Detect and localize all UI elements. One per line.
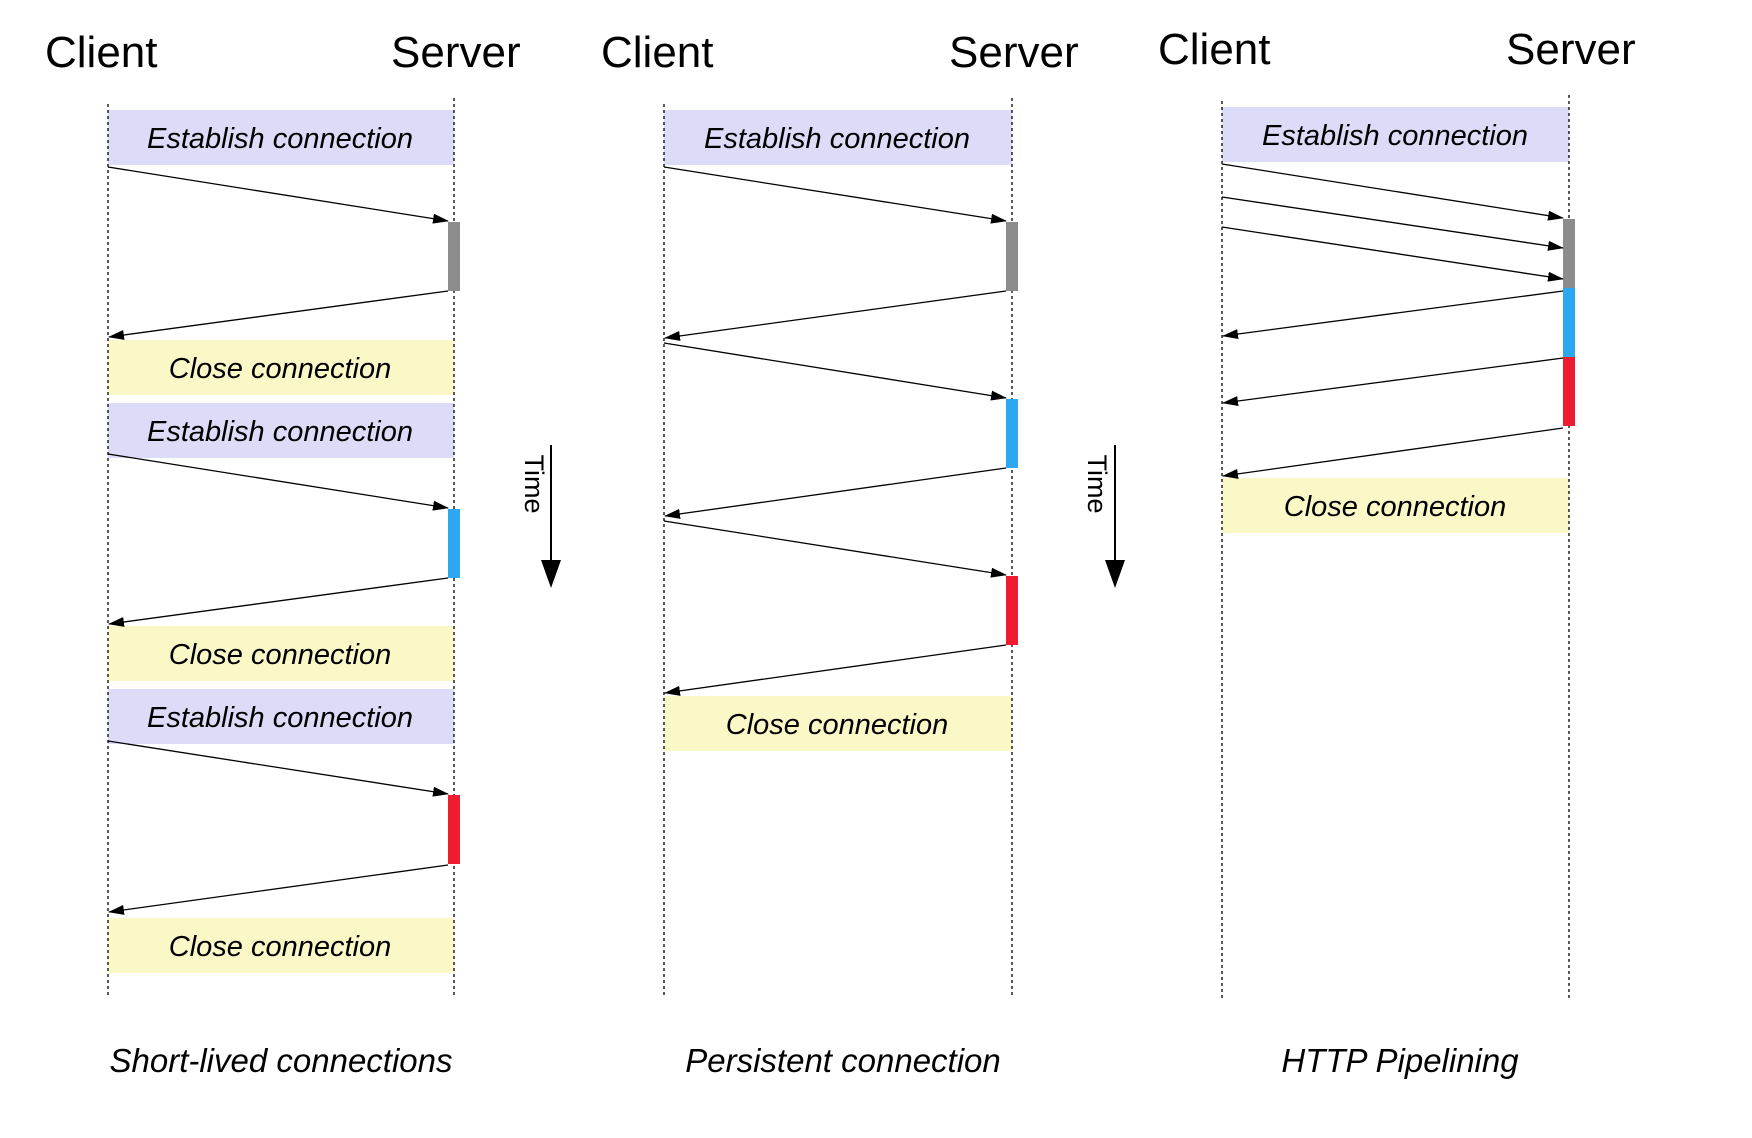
time-label: Time bbox=[519, 455, 549, 514]
panel-short-lived: Client Server Establish connection Close… bbox=[45, 28, 521, 1079]
close-connection-label: Close connection bbox=[726, 709, 948, 741]
establish-connection-box bbox=[108, 403, 454, 458]
request-arrow bbox=[107, 740, 449, 797]
response-arrow bbox=[664, 467, 1007, 519]
request-arrow bbox=[1221, 196, 1564, 251]
close-connection-box bbox=[108, 626, 454, 681]
request-arrow bbox=[107, 166, 449, 224]
server-processing-bar bbox=[1006, 222, 1018, 291]
establish-connection-label: Establish connection bbox=[147, 702, 413, 734]
response-arrow bbox=[664, 644, 1007, 696]
time-label: Time bbox=[1082, 455, 1112, 514]
close-connection-box bbox=[664, 696, 1012, 751]
time-indicator: Time bbox=[1082, 445, 1125, 588]
panel-pipelining: Client Server Establish connection Close… bbox=[1158, 25, 1636, 1079]
panel-persistent: Client Server Establish connection Close… bbox=[601, 28, 1079, 1079]
close-connection-box bbox=[108, 918, 454, 973]
close-connection-label: Close connection bbox=[169, 931, 391, 963]
time-indicator: Time bbox=[519, 445, 561, 588]
establish-connection-box bbox=[1222, 107, 1569, 162]
request-arrow bbox=[1221, 226, 1564, 282]
client-header: Client bbox=[45, 28, 158, 77]
server-processing-bar bbox=[448, 795, 460, 864]
time-arrow-head bbox=[541, 560, 561, 588]
request-arrow bbox=[663, 520, 1007, 578]
close-connection-label: Close connection bbox=[169, 353, 391, 385]
response-arrow bbox=[108, 290, 449, 340]
response-arrow bbox=[108, 864, 449, 915]
server-header: Server bbox=[1506, 25, 1636, 74]
close-connection-label: Close connection bbox=[1284, 491, 1506, 523]
establish-connection-box bbox=[664, 110, 1012, 165]
close-connection-label: Close connection bbox=[169, 639, 391, 671]
panel-caption: HTTP Pipelining bbox=[1281, 1042, 1519, 1079]
response-arrow bbox=[108, 577, 449, 627]
close-connection-box bbox=[1222, 478, 1569, 533]
request-arrow bbox=[663, 166, 1007, 224]
panel-caption: Persistent connection bbox=[685, 1042, 1001, 1079]
server-processing-bar bbox=[1006, 576, 1018, 645]
client-header: Client bbox=[601, 28, 714, 77]
close-connection-box bbox=[108, 340, 454, 395]
panel-caption: Short-lived connections bbox=[109, 1042, 452, 1079]
server-processing-bar bbox=[1006, 399, 1018, 468]
establish-connection-label: Establish connection bbox=[1262, 120, 1528, 152]
client-header: Client bbox=[1158, 25, 1271, 74]
establish-connection-box bbox=[108, 689, 454, 744]
server-processing-bar bbox=[1563, 357, 1575, 426]
server-processing-bar bbox=[448, 509, 460, 578]
response-arrow bbox=[1222, 357, 1564, 406]
response-arrow bbox=[1222, 427, 1564, 479]
server-processing-bar bbox=[1563, 288, 1575, 357]
request-arrow bbox=[107, 453, 449, 511]
establish-connection-label: Establish connection bbox=[147, 123, 413, 155]
establish-connection-label: Establish connection bbox=[704, 123, 970, 155]
response-arrow bbox=[664, 290, 1007, 341]
establish-connection-box bbox=[108, 110, 454, 165]
response-arrow bbox=[1222, 290, 1564, 339]
server-processing-bar bbox=[1563, 219, 1575, 288]
server-processing-bar bbox=[448, 222, 460, 291]
request-arrow bbox=[1221, 163, 1564, 221]
server-header: Server bbox=[949, 28, 1079, 77]
time-arrow-head bbox=[1105, 560, 1125, 588]
request-arrow bbox=[663, 342, 1007, 401]
establish-connection-label: Establish connection bbox=[147, 416, 413, 448]
server-header: Server bbox=[391, 28, 521, 77]
